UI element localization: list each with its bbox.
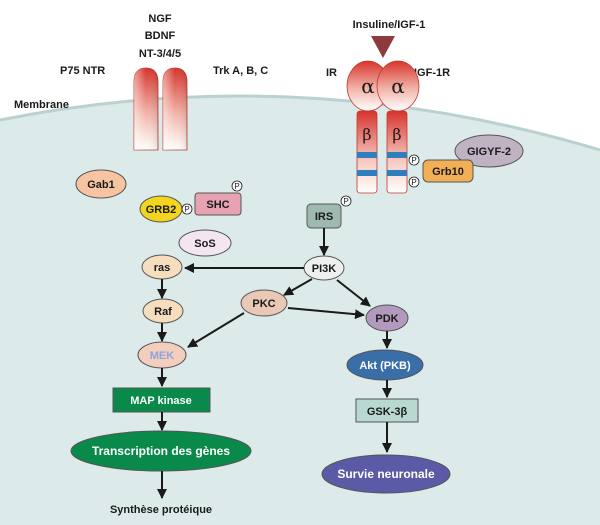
p75-label: P75 NTR bbox=[60, 65, 105, 77]
svg-text:P: P bbox=[184, 205, 189, 214]
shc-phospho: P bbox=[231, 180, 243, 192]
beta-label-right: β bbox=[392, 125, 401, 144]
bdnf-label: BDNF bbox=[145, 30, 176, 42]
gigyf2-text: GIGYF-2 bbox=[467, 146, 511, 158]
nt-label: NT-3/4/5 bbox=[139, 48, 181, 60]
gab1-node bbox=[75, 169, 127, 199]
membrane-label: Membrane bbox=[14, 99, 69, 111]
survie-node bbox=[321, 454, 451, 494]
grb10-node bbox=[422, 159, 474, 183]
svg-text:P: P bbox=[343, 197, 348, 206]
map-kinase-text: MAP kinase bbox=[130, 395, 192, 407]
raf-text: Raf bbox=[154, 306, 172, 318]
trk-receptor bbox=[162, 67, 188, 151]
map-kinase-node bbox=[112, 387, 211, 413]
svg-text:P: P bbox=[234, 182, 239, 191]
insulin-ligand-icon bbox=[371, 36, 395, 58]
arrow-pkc-mek bbox=[187, 312, 245, 348]
gsk3b-text: GSK-3β bbox=[367, 406, 408, 418]
grb2-phospho: P bbox=[181, 203, 193, 215]
akt-node bbox=[346, 349, 424, 381]
ngf-label: NGF bbox=[148, 13, 172, 25]
svg-text:P: P bbox=[411, 178, 416, 187]
gigyf2-node bbox=[454, 134, 524, 168]
beta-subunit-left bbox=[356, 110, 378, 194]
beta-subunit-right bbox=[386, 110, 408, 194]
membrane-line bbox=[0, 94, 600, 152]
shc-node bbox=[194, 192, 242, 216]
insulin-label: Insuline/IGF-1 bbox=[353, 19, 426, 31]
trk-label: Trk A, B, C bbox=[213, 65, 268, 77]
svg-text:P: P bbox=[411, 156, 416, 165]
alpha-label-right: α bbox=[391, 74, 405, 98]
arrow-pi3k-pdk bbox=[336, 279, 371, 307]
irs-text: IRS bbox=[315, 211, 333, 223]
synthese-label: Synthèse protéique bbox=[110, 504, 212, 516]
akt-text: Akt (PKB) bbox=[359, 360, 411, 372]
gab1-text: Gab1 bbox=[87, 179, 115, 191]
ras-text: ras bbox=[154, 262, 171, 274]
receptor-phospho-top: P bbox=[408, 154, 420, 166]
pi3k-text: PI3K bbox=[312, 263, 337, 275]
survie-text: Survie neuronale bbox=[337, 467, 435, 481]
alpha-label-left: α bbox=[361, 74, 375, 98]
arrow-pkc-pdk bbox=[287, 307, 365, 320]
pkc-node bbox=[240, 289, 288, 317]
igf1r-label: IGF-1R bbox=[414, 67, 450, 79]
p75-receptor bbox=[133, 67, 159, 151]
pkc-text: PKC bbox=[252, 298, 275, 310]
arrow-pi3k-pkc bbox=[283, 278, 313, 296]
sos-text: SoS bbox=[194, 238, 215, 250]
irs-phospho: P bbox=[340, 195, 352, 207]
ir-label: IR bbox=[326, 67, 337, 79]
mek-text: MEK bbox=[150, 350, 175, 362]
shc-text: SHC bbox=[206, 199, 229, 211]
transcription-text: Transcription des gènes bbox=[92, 444, 230, 458]
beta-label-left: β bbox=[362, 125, 371, 144]
grb10-text: Grb10 bbox=[432, 166, 464, 178]
pdk-text: PDK bbox=[375, 313, 398, 325]
receptor-phospho-bottom: P bbox=[408, 176, 420, 188]
sos-node bbox=[178, 229, 232, 257]
grb2-text: GRB2 bbox=[146, 204, 177, 216]
